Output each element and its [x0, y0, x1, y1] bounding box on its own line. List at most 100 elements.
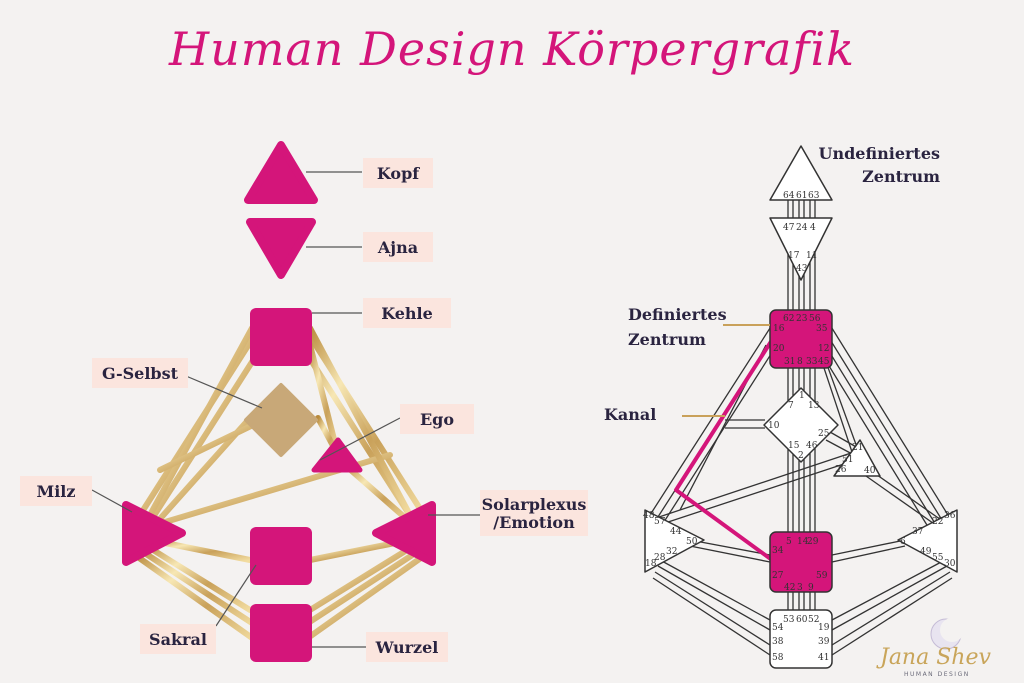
- svg-text:51: 51: [842, 455, 853, 465]
- svg-text:18: 18: [645, 559, 657, 569]
- svg-text:25: 25: [818, 429, 830, 439]
- gate-numbers: 64 61 63 47 24 4 17 11 43 62 23 56 16 35…: [643, 191, 956, 663]
- svg-text:21: 21: [852, 443, 863, 453]
- svg-text:1: 1: [799, 391, 805, 401]
- label-solarplexus-emotion: /Emotion: [493, 513, 575, 532]
- right-pointer-lines: [682, 324, 770, 417]
- svg-text:56: 56: [809, 314, 821, 324]
- svg-text:2: 2: [798, 451, 804, 461]
- svg-text:32: 32: [666, 547, 677, 557]
- svg-text:11: 11: [806, 251, 817, 261]
- label-ego: Ego: [420, 410, 454, 429]
- right-center-sacral: [769, 531, 833, 593]
- svg-text:6: 6: [900, 537, 906, 547]
- svg-text:3: 3: [797, 583, 803, 593]
- svg-text:19: 19: [818, 623, 830, 633]
- right-center-spleen: [644, 509, 705, 573]
- svg-text:22: 22: [932, 517, 943, 527]
- svg-text:13: 13: [808, 401, 820, 411]
- svg-text:39: 39: [818, 637, 830, 647]
- page-title: Human Design Körpergrafik: [168, 22, 856, 76]
- brand-logo: Jana Shev HUMAN DESIGN: [876, 618, 991, 678]
- svg-text:52: 52: [808, 615, 819, 625]
- svg-text:41: 41: [818, 653, 829, 663]
- svg-text:40: 40: [864, 466, 876, 476]
- svg-text:44: 44: [670, 527, 682, 537]
- right-center-solar: [897, 509, 958, 573]
- label-wurzel: Wurzel: [375, 638, 439, 657]
- svg-text:33: 33: [806, 357, 818, 367]
- left-center-milz: [122, 501, 186, 566]
- right-center-g: [763, 387, 839, 463]
- svg-text:36: 36: [944, 511, 956, 521]
- left-center-sakral: [250, 527, 312, 585]
- label-g-selbst: G-Selbst: [102, 364, 179, 383]
- svg-text:57: 57: [654, 517, 666, 527]
- left-center-ajna: [246, 218, 316, 279]
- svg-text:31: 31: [784, 357, 795, 367]
- label-milz: Milz: [37, 482, 76, 501]
- svg-text:53: 53: [783, 615, 795, 625]
- svg-text:45: 45: [818, 357, 830, 367]
- svg-text:16: 16: [773, 324, 785, 334]
- svg-text:59: 59: [816, 571, 828, 581]
- svg-text:23: 23: [796, 314, 808, 324]
- left-center-kehle: [250, 308, 312, 366]
- svg-text:60: 60: [796, 615, 808, 625]
- svg-text:9: 9: [808, 583, 814, 593]
- left-label-backgrounds: [20, 158, 588, 662]
- label-undefiniertes: Undefiniertes: [819, 144, 940, 163]
- svg-text:42: 42: [784, 583, 795, 593]
- svg-text:62: 62: [783, 314, 794, 324]
- svg-text:4: 4: [810, 223, 816, 233]
- svg-text:64: 64: [783, 191, 795, 201]
- label-definiertes: Definiertes: [628, 305, 727, 324]
- defined-channel: [674, 338, 774, 562]
- label-solarplexus: Solarplexus: [482, 495, 587, 514]
- label-kanal: Kanal: [604, 405, 656, 424]
- svg-text:10: 10: [768, 421, 780, 431]
- left-bodygraph: Kopf Ajna Kehle G-Selbst Ego Milz Solarp…: [20, 141, 588, 662]
- label-sakral: Sakral: [149, 630, 207, 649]
- svg-text:54: 54: [772, 623, 784, 633]
- label-kehle: Kehle: [381, 304, 433, 323]
- svg-text:12: 12: [818, 344, 829, 354]
- left-center-kopf: [244, 141, 318, 204]
- svg-text:34: 34: [772, 546, 784, 556]
- svg-text:14: 14: [797, 537, 809, 547]
- left-center-wurzel: [250, 604, 312, 662]
- svg-text:29: 29: [807, 537, 819, 547]
- svg-text:5: 5: [786, 537, 792, 547]
- left-center-g-selbst: [244, 383, 318, 457]
- svg-text:61: 61: [796, 191, 807, 201]
- right-center-root: [769, 609, 833, 669]
- svg-text:30: 30: [944, 559, 956, 569]
- svg-text:37: 37: [912, 527, 924, 537]
- right-bodygraph: 64 61 63 47 24 4 17 11 43 62 23 56 16 35…: [604, 144, 958, 669]
- label-kopf: Kopf: [377, 164, 420, 183]
- svg-text:48: 48: [643, 511, 655, 521]
- svg-text:28: 28: [654, 553, 666, 563]
- logo-name: Jana Shev: [876, 645, 991, 670]
- svg-text:17: 17: [788, 251, 800, 261]
- right-center-head: [769, 145, 833, 201]
- label-definiertes-zentrum: Zentrum: [628, 330, 706, 349]
- left-pointer-lines: [91, 171, 480, 648]
- left-center-solarplexus: [372, 501, 436, 566]
- svg-text:49: 49: [920, 547, 932, 557]
- svg-text:20: 20: [773, 344, 785, 354]
- svg-text:7: 7: [788, 401, 794, 411]
- svg-text:26: 26: [835, 465, 847, 475]
- right-center-ajna: [769, 217, 833, 281]
- svg-text:50: 50: [686, 537, 698, 547]
- svg-text:43: 43: [796, 264, 808, 274]
- svg-text:15: 15: [788, 441, 800, 451]
- svg-text:47: 47: [783, 223, 795, 233]
- svg-text:8: 8: [797, 357, 803, 367]
- label-undefiniertes-zentrum: Zentrum: [862, 167, 940, 186]
- svg-text:27: 27: [772, 571, 784, 581]
- logo-subtitle: HUMAN DESIGN: [904, 671, 970, 678]
- svg-text:38: 38: [772, 637, 784, 647]
- left-center-ego: [311, 437, 363, 473]
